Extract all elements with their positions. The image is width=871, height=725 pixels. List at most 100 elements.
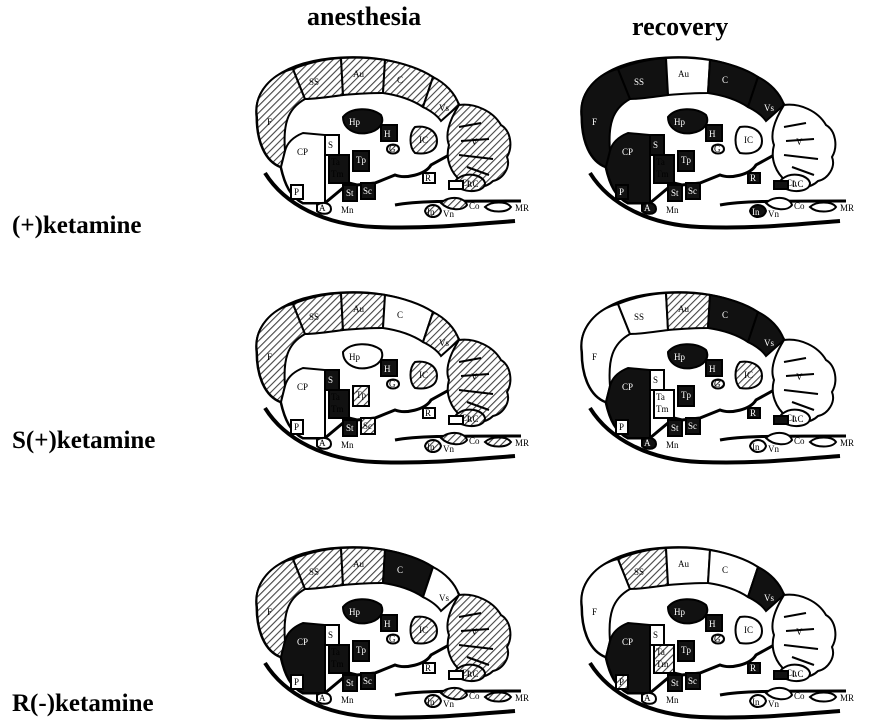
- brain-panel-racemic-anesthesia: FSSAuCVsVCPSHpHGICCnTpStScPARInTaTmMnVnC…: [245, 55, 545, 235]
- region-label: Tm: [331, 404, 344, 414]
- region-label: H: [384, 364, 391, 374]
- region-label: Tm: [656, 659, 669, 669]
- region-label: Vs: [439, 103, 449, 113]
- region-label: C: [722, 75, 728, 85]
- region-v: [447, 595, 510, 677]
- region-label: Sc: [363, 676, 372, 686]
- region-label: Co: [794, 436, 805, 446]
- brain-panel-r-anesthesia: FSSAuCVsVCPSHpHGICCnTpStScPARInTaTmMnVnC…: [245, 545, 545, 725]
- region-label: In: [427, 442, 435, 452]
- region-label: St: [346, 678, 354, 688]
- region-label: H: [709, 619, 716, 629]
- region-label: Co: [469, 436, 480, 446]
- region-label: A: [644, 693, 651, 703]
- region-label: Ta: [331, 392, 340, 402]
- region-label: P: [294, 422, 299, 432]
- region-label: A: [644, 203, 651, 213]
- region-label: In: [752, 207, 760, 217]
- region-label: St: [671, 188, 679, 198]
- region-label: SS: [309, 567, 319, 577]
- region-v: [447, 340, 510, 422]
- region-label: IC: [744, 370, 753, 380]
- region-label: St: [671, 678, 679, 688]
- region-label: Au: [353, 304, 364, 314]
- region-label: Tp: [356, 390, 366, 400]
- brain-schematic: FSSAuCVsVCPSHpHGICCnTpStScPARInTaTmMnVnC…: [245, 545, 545, 725]
- region-lc: [774, 181, 788, 189]
- region-label: LC: [792, 414, 804, 424]
- region-label: S: [653, 140, 658, 150]
- region-label: F: [592, 352, 597, 362]
- region-label: In: [427, 207, 435, 217]
- region-mr: [810, 203, 836, 212]
- region-mr: [810, 438, 836, 447]
- brain-schematic: FSSAuCVsVCPSHpHGICCnTpStScPARInTaTmMnVnC…: [570, 55, 870, 235]
- region-label: F: [592, 117, 597, 127]
- region-label: IC: [744, 135, 753, 145]
- region-label: Vs: [764, 593, 774, 603]
- brain-schematic: FSSAuCVsVCPSHpHGICCnTpStScPARInTaTmMnVnC…: [570, 290, 870, 470]
- region-label: H: [709, 364, 716, 374]
- region-label: Vn: [768, 444, 779, 454]
- region-label: Tp: [681, 155, 691, 165]
- region-label: Sc: [688, 186, 697, 196]
- region-label: Au: [678, 69, 689, 79]
- region-label: C: [722, 310, 728, 320]
- region-label: CP: [622, 147, 633, 157]
- region-label: R: [750, 663, 756, 673]
- brain-schematic: FSSAuCVsVCPSHpHGICCnTpStScPARInTaTmMnVnC…: [245, 55, 545, 235]
- region-label: C: [397, 565, 403, 575]
- region-label: C: [397, 310, 403, 320]
- region-co: [441, 433, 467, 444]
- region-label: A: [319, 693, 326, 703]
- region-label: Tp: [356, 155, 366, 165]
- region-lc: [774, 671, 788, 679]
- region-label: Hp: [674, 117, 685, 127]
- region-label: P: [619, 422, 624, 432]
- region-v: [772, 340, 835, 422]
- region-label: C: [722, 565, 728, 575]
- region-label: SS: [634, 312, 644, 322]
- region-label: Tp: [356, 645, 366, 655]
- region-label: St: [671, 423, 679, 433]
- region-mr: [485, 693, 511, 702]
- region-label: R: [750, 173, 756, 183]
- region-label: Vs: [439, 593, 449, 603]
- region-label: F: [592, 607, 597, 617]
- region-mr: [485, 203, 511, 212]
- region-label: Mn: [341, 440, 354, 450]
- region-label: SS: [309, 312, 319, 322]
- region-label: Sc: [688, 676, 697, 686]
- region-label: A: [319, 203, 326, 213]
- region-label: IC: [419, 135, 428, 145]
- region-label: Vn: [443, 699, 454, 709]
- region-label: R: [425, 663, 431, 673]
- region-label: P: [294, 677, 299, 687]
- region-label: Au: [353, 69, 364, 79]
- region-mr: [810, 693, 836, 702]
- region-lc: [774, 416, 788, 424]
- region-label: St: [346, 423, 354, 433]
- region-label: A: [319, 438, 326, 448]
- region-label: LC: [467, 669, 479, 679]
- region-label: Hp: [674, 607, 685, 617]
- region-label: Vn: [768, 699, 779, 709]
- region-label: P: [619, 677, 624, 687]
- region-label: SS: [634, 567, 644, 577]
- region-label: IC: [419, 370, 428, 380]
- region-label: Mn: [341, 695, 354, 705]
- region-label: Tm: [331, 169, 344, 179]
- region-label: V: [796, 372, 803, 382]
- row-label-r-ketamine: R(-)ketamine: [12, 690, 154, 718]
- region-lc: [449, 671, 463, 679]
- region-label: In: [427, 697, 435, 707]
- region-label: Tp: [681, 390, 691, 400]
- region-label: G: [714, 379, 721, 389]
- region-label: Au: [353, 559, 364, 569]
- region-label: Co: [794, 201, 805, 211]
- region-label: CP: [622, 382, 633, 392]
- region-label: MR: [840, 693, 854, 703]
- region-label: Tm: [331, 659, 344, 669]
